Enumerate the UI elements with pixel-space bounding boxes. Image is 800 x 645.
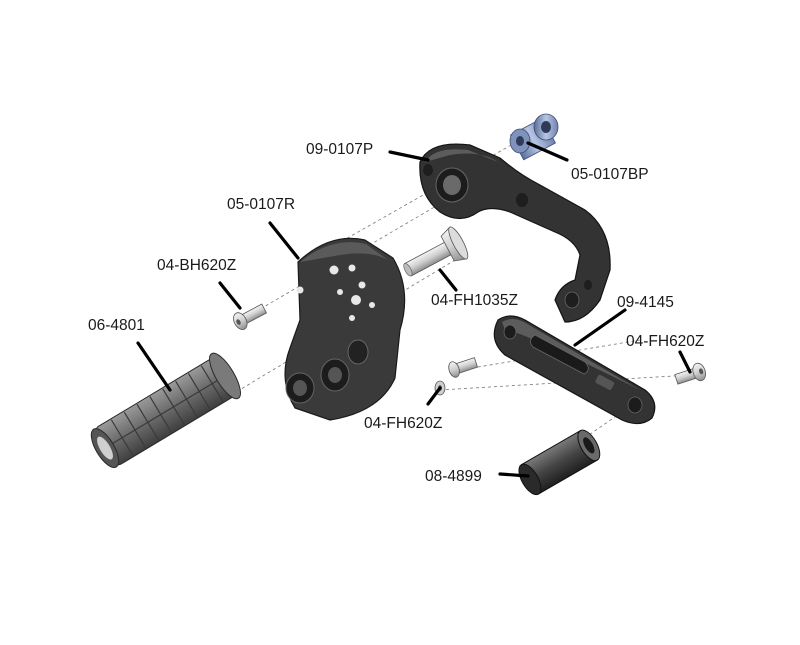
callout-05-0107BP: 05-0107BP [571,166,649,183]
bolt-04-FH620Z-left [434,357,479,396]
grip-06-4801 [90,352,241,468]
callout-05-0107R: 05-0107R [227,196,296,213]
bushing-05-0107BP [509,113,559,161]
callout-04-BH620Z: 04-BH620Z [157,257,237,274]
callout-08-4899: 08-4899 [425,468,482,485]
callout-06-4801: 06-4801 [88,317,145,334]
bolt-04-FH1035Z [403,226,469,277]
lever-09-0107P [419,143,611,323]
callout-04-FH620Z-right: 04-FH620Z [626,333,705,350]
bolt-04-FH620Z-right [674,362,706,385]
callout-04-FH620Z-left: 04-FH620Z [364,415,443,432]
arm-09-4145 [493,315,656,425]
sleeve-08-4899 [518,429,601,496]
mount-plate-05-0107R [284,237,406,421]
callout-04-FH1035Z: 04-FH1035Z [431,292,519,309]
callout-09-4145: 09-4145 [617,294,674,311]
leader-lines [136,141,692,478]
bolt-04-BH620Z [233,303,268,330]
callout-09-0107P: 09-0107P [306,141,374,158]
